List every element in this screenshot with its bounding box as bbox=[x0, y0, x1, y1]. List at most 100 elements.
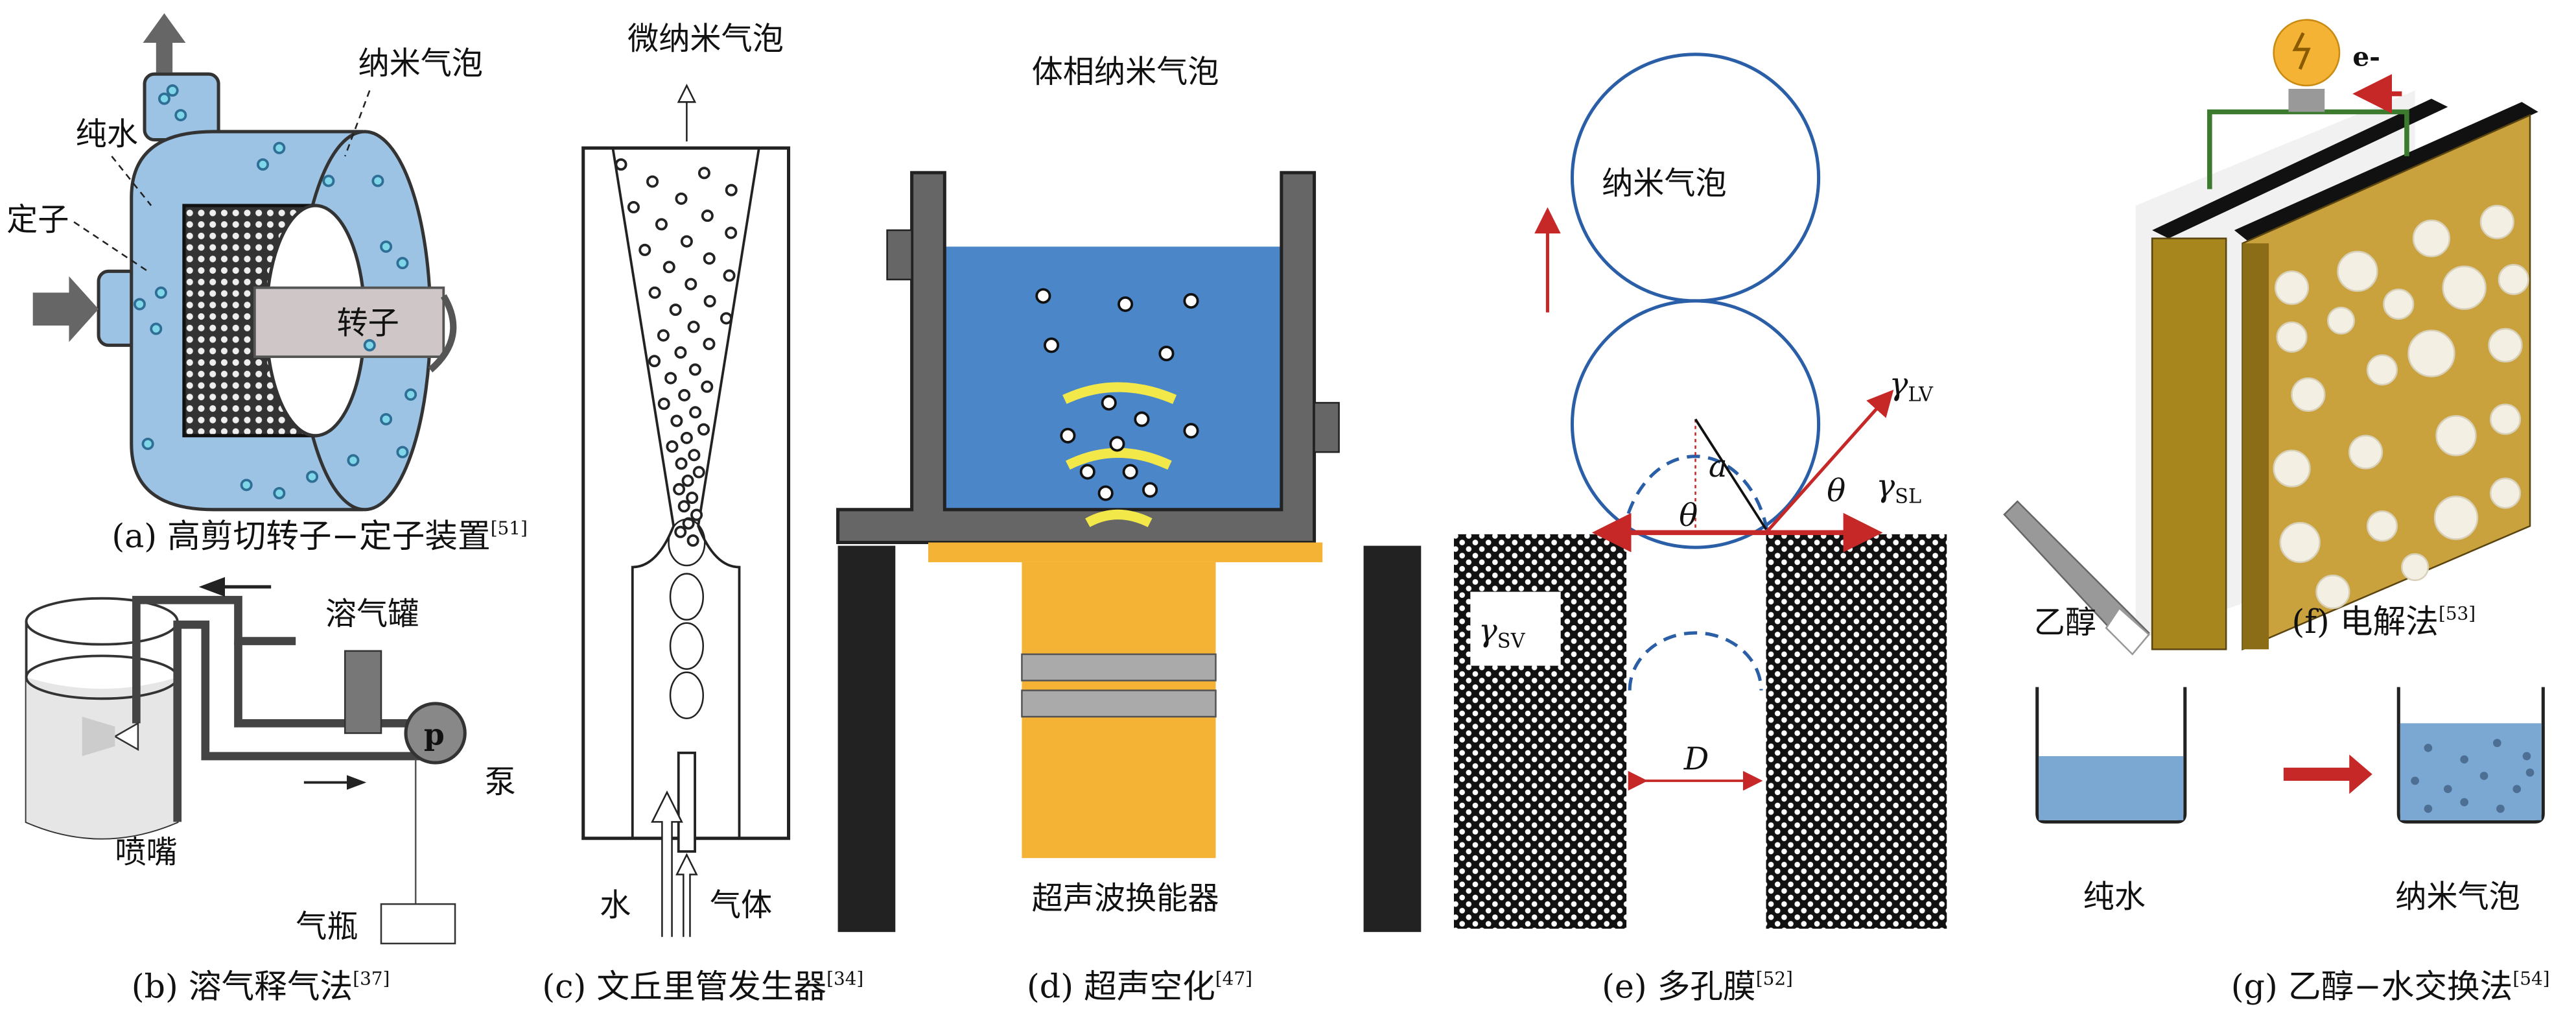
bubble bbox=[396, 446, 409, 458]
bubble bbox=[273, 486, 286, 499]
label-theta-outer: θ bbox=[1827, 473, 1845, 509]
bubble bbox=[675, 457, 688, 470]
bubble bbox=[682, 517, 695, 530]
bubble bbox=[2424, 804, 2433, 813]
caption-f: (f) 电解法[53] bbox=[2292, 602, 2476, 641]
bubble bbox=[2412, 219, 2451, 257]
bubble bbox=[670, 414, 683, 427]
vessel bbox=[836, 171, 1317, 545]
bubble bbox=[680, 235, 693, 248]
bubble bbox=[2424, 743, 2433, 752]
bubble bbox=[380, 412, 393, 425]
bubble bbox=[2348, 434, 2383, 470]
bubble bbox=[363, 339, 376, 351]
bubble bbox=[655, 218, 668, 231]
bubble bbox=[404, 388, 417, 401]
label-pump: 泵 bbox=[485, 764, 516, 800]
bubble bbox=[685, 278, 697, 291]
bubble bbox=[2489, 403, 2522, 435]
bubble bbox=[2443, 785, 2452, 794]
bubble bbox=[240, 479, 253, 492]
label-rotor: 转子 bbox=[337, 305, 399, 342]
bubble bbox=[627, 200, 640, 214]
bubble bbox=[669, 303, 682, 316]
bubble bbox=[2442, 265, 2487, 310]
bubble bbox=[725, 226, 738, 239]
electrode-back bbox=[2151, 237, 2227, 650]
bubble bbox=[674, 346, 687, 359]
label-water: 水 bbox=[600, 887, 631, 923]
pump-icon bbox=[404, 702, 467, 765]
panel-e-porous-membrane: 纳米气泡 a θ θ γLV γSL γSV D (e) 多孔膜[52] bbox=[1453, 53, 1947, 1006]
bubble bbox=[674, 525, 687, 538]
bubble bbox=[2276, 321, 2308, 353]
bubble bbox=[701, 380, 714, 393]
inlet-arrow-icon bbox=[32, 276, 99, 342]
label-bulk-nanobubbles: 体相纳米气泡 bbox=[1032, 54, 1219, 90]
bubble bbox=[1134, 411, 1150, 427]
bubble bbox=[686, 534, 699, 547]
bubble bbox=[174, 109, 187, 122]
bubble bbox=[2489, 477, 2522, 509]
bubble bbox=[646, 175, 659, 188]
bubble bbox=[2407, 329, 2455, 377]
outlet-arrow-icon bbox=[143, 13, 186, 73]
bubble bbox=[692, 466, 705, 479]
panel-b-dissolved-air: p 溶气罐 泵 喷嘴 气瓶 (b) 溶气释气法[37] bbox=[25, 577, 516, 1006]
bubble bbox=[2279, 521, 2321, 564]
bubble bbox=[2525, 768, 2535, 777]
label-electron: e- bbox=[2352, 42, 2380, 73]
bubble bbox=[2493, 739, 2501, 748]
process-arrow-icon bbox=[2283, 754, 2372, 794]
bubble bbox=[1097, 485, 1114, 501]
bubble bbox=[703, 294, 716, 307]
bubble bbox=[257, 158, 270, 171]
bubble bbox=[680, 431, 693, 444]
label-pure-water: 纯水 bbox=[76, 116, 138, 152]
bubble bbox=[1060, 427, 1076, 444]
label-transducer: 超声波换能器 bbox=[1032, 881, 1219, 917]
bubble bbox=[2512, 785, 2522, 794]
bubble bbox=[689, 406, 702, 419]
rotor-shaft bbox=[253, 286, 445, 359]
caption-g: (g) 乙醇−水交换法[54] bbox=[2231, 968, 2550, 1006]
bubble bbox=[688, 363, 701, 376]
bubble bbox=[322, 174, 335, 187]
bubble bbox=[2383, 288, 2415, 320]
bubble bbox=[687, 320, 700, 333]
bubble bbox=[720, 312, 732, 325]
rotation-arrow-icon bbox=[428, 294, 457, 373]
gas-arrow-icon bbox=[675, 853, 698, 937]
caption-c: (c) 文丘里管发生器[34] bbox=[542, 968, 863, 1006]
label-gamma-sl: γSL bbox=[1876, 468, 1921, 508]
bubble bbox=[703, 252, 716, 265]
bubble bbox=[141, 437, 154, 450]
bubble bbox=[686, 492, 699, 505]
up-arrow-icon bbox=[677, 84, 697, 142]
bubble bbox=[703, 337, 716, 350]
bubble bbox=[648, 355, 661, 368]
bubble bbox=[2433, 495, 2479, 540]
bubble bbox=[154, 286, 167, 299]
water-arrow-icon bbox=[651, 790, 683, 937]
label-cylinder: 气瓶 bbox=[296, 909, 358, 945]
bubble bbox=[701, 209, 714, 222]
label-radius-a: a bbox=[1709, 448, 1727, 484]
gas-cylinder bbox=[380, 903, 456, 945]
bubble bbox=[725, 184, 738, 196]
bubble bbox=[2401, 553, 2430, 582]
bubble bbox=[673, 482, 686, 495]
bubble bbox=[1183, 423, 1199, 439]
bubble bbox=[666, 440, 679, 453]
caption-a: (a) 高剪切转子−定子装置[51] bbox=[111, 517, 528, 555]
bubble bbox=[2496, 804, 2505, 813]
bubble bbox=[678, 388, 691, 401]
bubble bbox=[2479, 772, 2488, 780]
label-nanobubbles: 纳米气泡 bbox=[2395, 879, 2520, 915]
bubble bbox=[648, 286, 661, 299]
label-pore-diameter: D bbox=[1683, 741, 1709, 777]
beaker-pure-water bbox=[2035, 687, 2187, 824]
caption-b: (b) 溶气释气法[37] bbox=[132, 968, 390, 1006]
panel-a-rotor-stator: 纳米气泡 纯水 定子 转子 (a) 高剪切转子−定子装置[51] bbox=[6, 13, 528, 555]
